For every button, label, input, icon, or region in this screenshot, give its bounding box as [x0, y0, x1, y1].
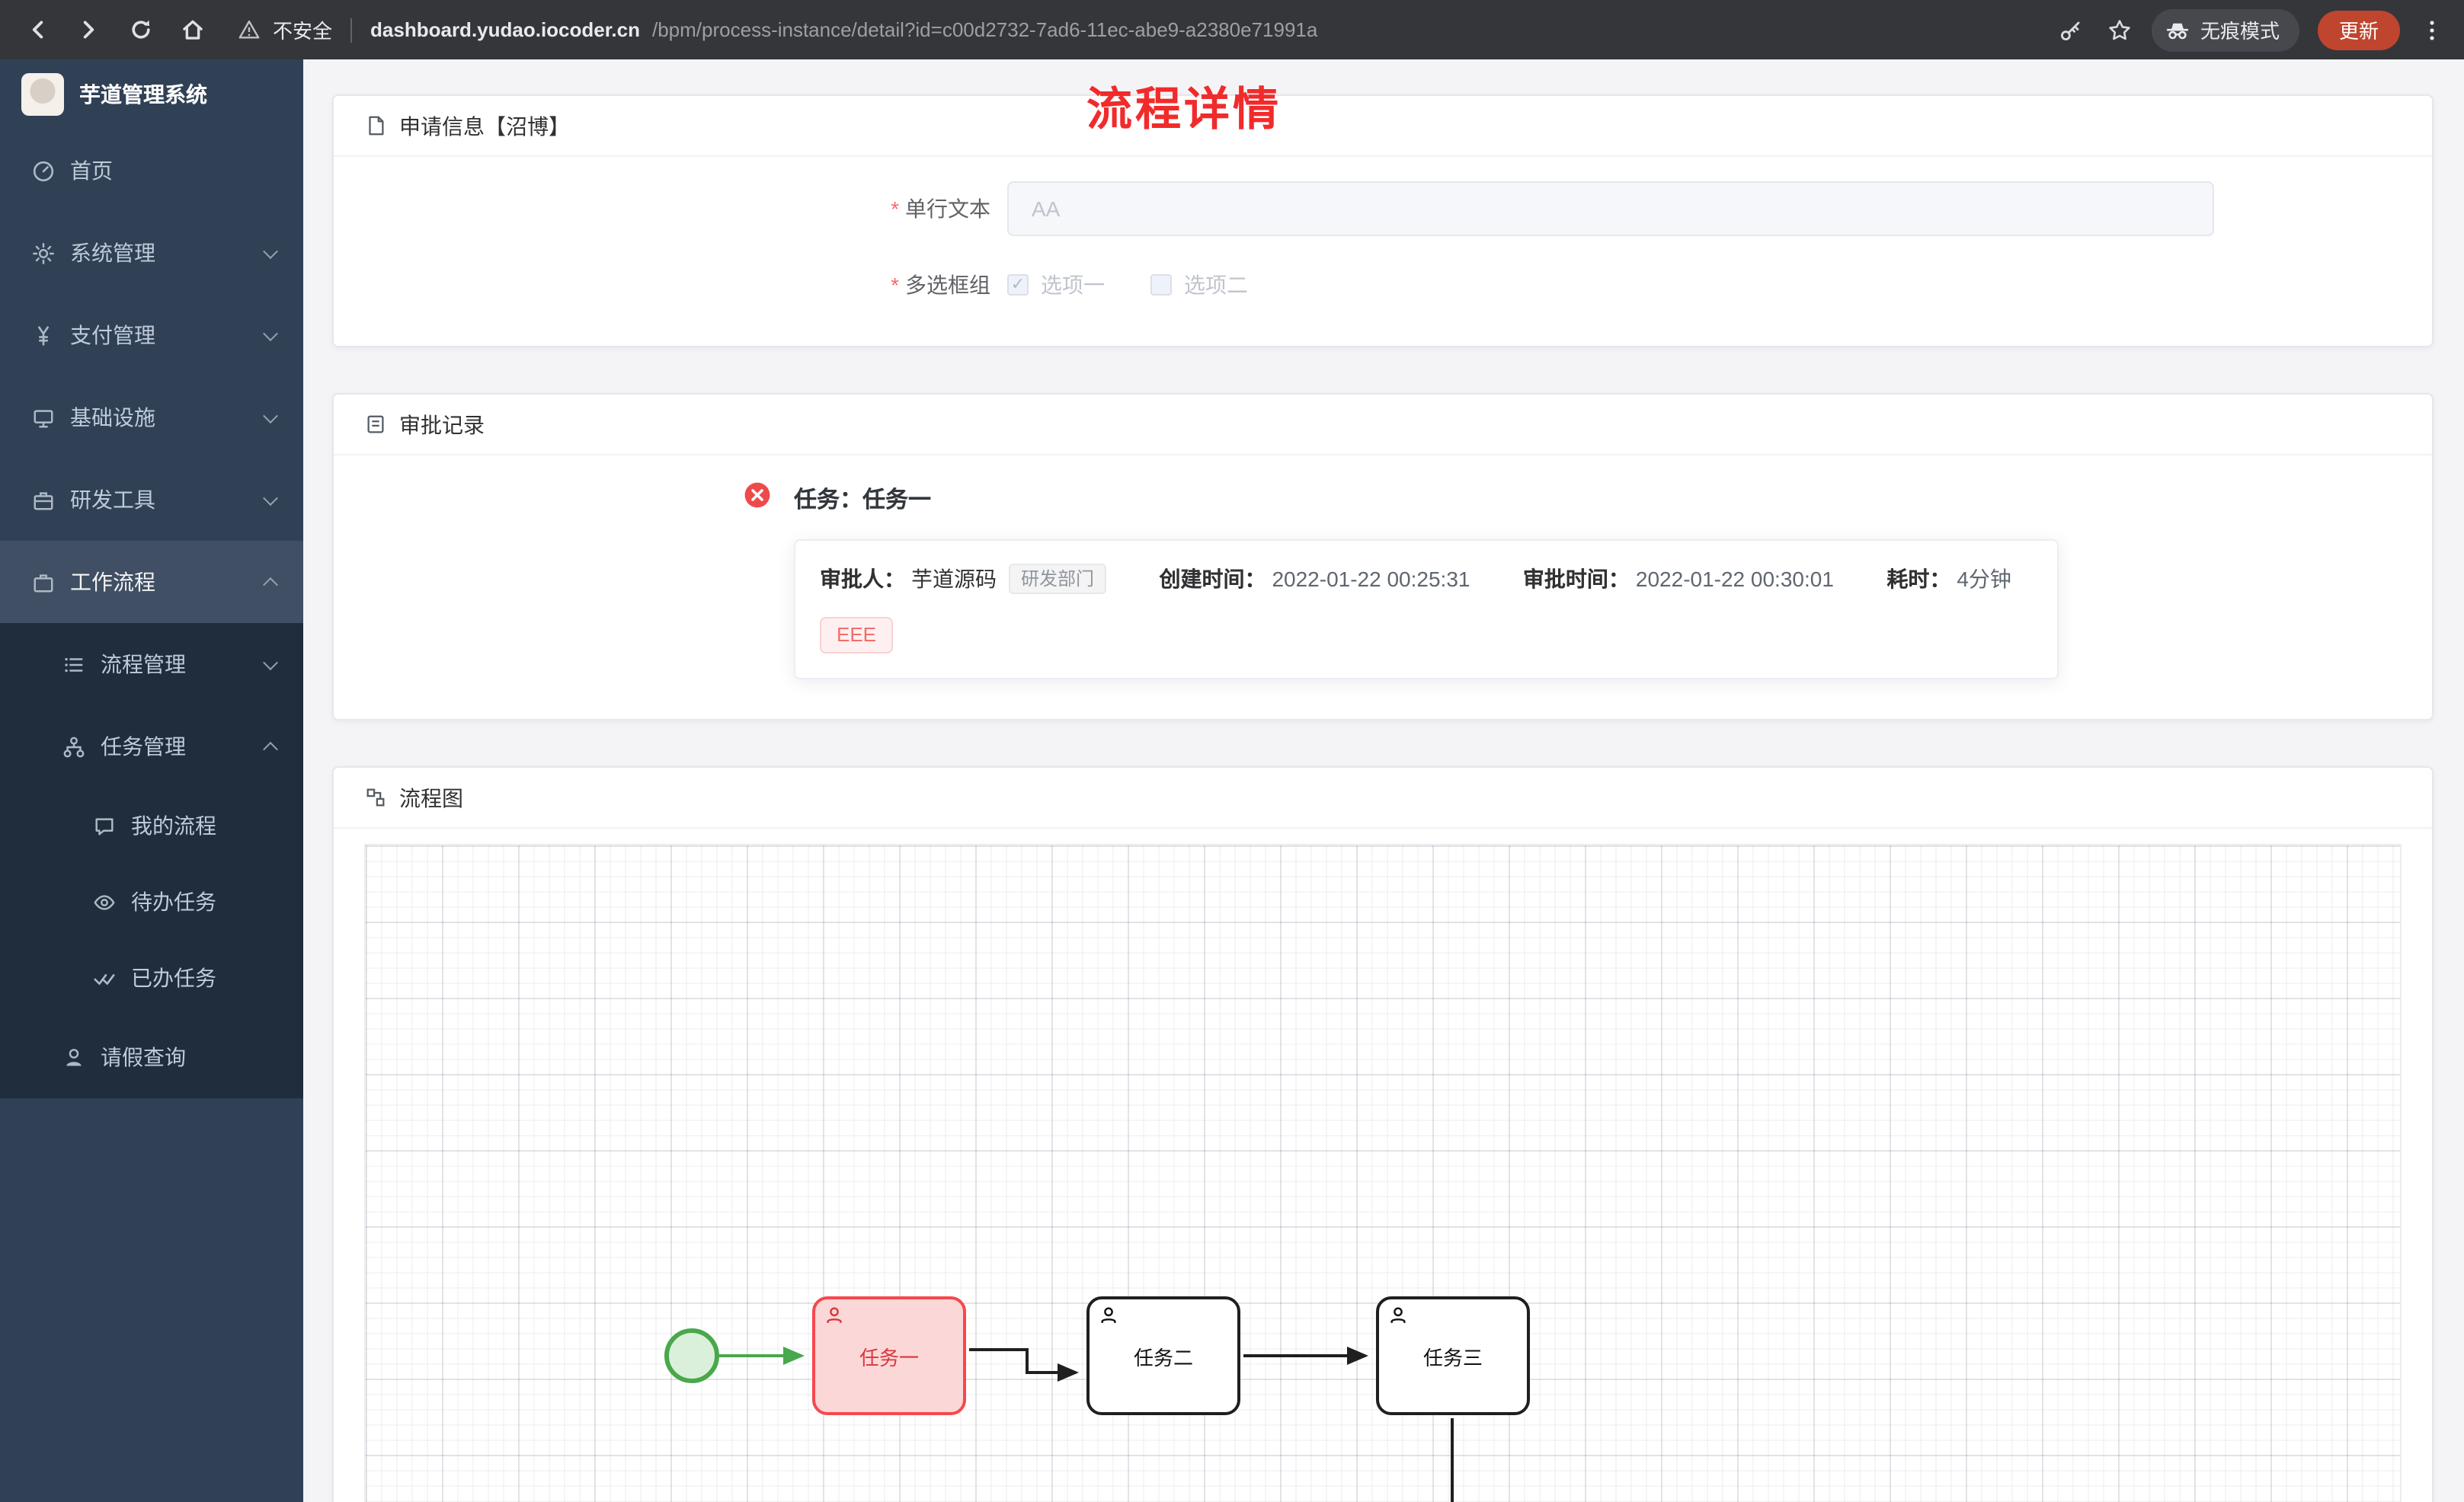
- comment-tag: EEE: [820, 617, 894, 654]
- single-line-text-input[interactable]: [1007, 181, 2214, 236]
- user-task-icon: [1101, 1307, 1116, 1323]
- sidebar-item-payment[interactable]: 支付管理: [0, 294, 303, 376]
- eye-icon: [91, 890, 116, 914]
- reload-icon[interactable]: [119, 8, 162, 51]
- apply-info-card: 申请信息【沼博】 单行文本 多选框组 选项一: [332, 94, 2434, 347]
- main-content: 流程详情 申请信息【沼博】 单行文本 多选框组 选项一: [303, 59, 2464, 1502]
- approval-record-title: 审批记录: [399, 412, 485, 436]
- sidebar-menu: 首页 系统管理 支付管理 基础设施 研发工具: [0, 129, 303, 1098]
- key-icon[interactable]: [2054, 13, 2088, 46]
- record-icon: [364, 412, 389, 436]
- sidebar-item-system[interactable]: 系统管理: [0, 212, 303, 294]
- update-button[interactable]: 更新: [2317, 10, 2400, 50]
- user-task-icon: [1390, 1307, 1406, 1323]
- gear-icon: [30, 241, 55, 265]
- monitor-icon: [30, 405, 55, 430]
- approval-timeline: 任务：任务一 审批人： 芋道源码 研发部门 创建时间： 2022-01-22 0…: [334, 455, 2432, 719]
- approval-record-card: 审批记录 任务：任务一 审批人： 芋道源码 研发部门: [332, 393, 2434, 721]
- rejected-status-icon: [744, 482, 770, 508]
- chevron-down-icon: [263, 243, 278, 259]
- briefcase-icon: [30, 570, 55, 594]
- apply-info-header: 申请信息【沼博】: [334, 96, 2432, 157]
- task-node-2[interactable]: 任务二: [1086, 1296, 1240, 1415]
- process-diagram-title: 流程图: [399, 785, 463, 810]
- start-event-node[interactable]: [664, 1328, 719, 1383]
- address-bar[interactable]: 不安全 dashboard.yudao.iocoder.cn/bpm/proce…: [238, 15, 2027, 44]
- sidebar-item-todo-tasks[interactable]: 待办任务: [0, 864, 303, 940]
- approved-time-field: 审批时间： 2022-01-22 00:30:01: [1522, 567, 1834, 591]
- forward-icon[interactable]: [67, 8, 110, 51]
- process-diagram-card: 流程图 任务一: [332, 766, 2434, 1502]
- apply-info-title: 申请信息【沼博】: [399, 113, 570, 138]
- chevron-up-icon: [263, 576, 278, 592]
- sidebar-item-task-mgmt[interactable]: 任务管理: [0, 705, 303, 788]
- timeline-item: 任务：任务一 审批人： 芋道源码 研发部门 创建时间： 2022-01-22 0…: [744, 482, 2402, 679]
- browser-toolbar: 不安全 dashboard.yudao.iocoder.cn/bpm/proce…: [0, 0, 2464, 59]
- approver-name: 芋道源码: [911, 567, 997, 591]
- flow-icon: [364, 785, 389, 810]
- approval-detail-card: 审批人： 芋道源码 研发部门 创建时间： 2022-01-22 00:25:31…: [794, 539, 2059, 679]
- user-task-icon: [827, 1307, 842, 1323]
- chevron-up-icon: [263, 740, 278, 756]
- duration-field: 耗时： 4分钟: [1886, 567, 2011, 591]
- apply-form: 单行文本 多选框组 选项一 选项二: [334, 157, 2432, 346]
- chevron-down-icon: [263, 407, 278, 423]
- bpmn-connectors: [719, 1347, 1454, 1502]
- tree-icon: [61, 734, 85, 759]
- yen-icon: [30, 323, 55, 347]
- approval-record-header: 审批记录: [334, 395, 2432, 455]
- task-node-1[interactable]: 任务一: [812, 1296, 966, 1415]
- dashboard-icon: [30, 158, 55, 183]
- url-host: dashboard.yudao.iocoder.cn: [370, 18, 640, 41]
- back-icon[interactable]: [15, 8, 58, 51]
- checkbox-field-label: 多选框组: [334, 270, 1007, 300]
- divider: [350, 18, 353, 42]
- bpmn-canvas[interactable]: 任务一 任务二 任务三: [364, 844, 2402, 1502]
- approver-field: 审批人： 芋道源码 研发部门: [820, 564, 1107, 594]
- list-icon: [61, 652, 85, 676]
- task-node-3[interactable]: 任务三: [1376, 1296, 1530, 1415]
- sidebar-item-infra[interactable]: 基础设施: [0, 376, 303, 459]
- sidebar-item-devtools[interactable]: 研发工具: [0, 459, 303, 541]
- sidebar-item-workflow[interactable]: 工作流程: [0, 541, 303, 623]
- document-icon: [364, 113, 389, 138]
- url-path: /bpm/process-instance/detail?id=c00d2732…: [652, 18, 1318, 41]
- sidebar-item-home[interactable]: 首页: [0, 129, 303, 212]
- chevron-down-icon: [263, 654, 278, 670]
- checkbox-option-2[interactable]: 选项二: [1150, 270, 1248, 300]
- checkbox-option-1[interactable]: 选项一: [1007, 270, 1105, 300]
- incognito-icon: [2166, 22, 2189, 39]
- checkbox-unchecked-icon: [1150, 274, 1172, 296]
- bookmark-star-icon[interactable]: [2103, 13, 2136, 46]
- dept-tag: 研发部门: [1009, 564, 1107, 594]
- sidebar: 芋道管理系统 首页 系统管理 支付管理 基础设施: [0, 59, 303, 1502]
- user-icon: [61, 1045, 85, 1069]
- incognito-badge[interactable]: 无痕模式: [2151, 8, 2299, 51]
- sidebar-item-done-tasks[interactable]: 已办任务: [0, 940, 303, 1016]
- created-time-field: 创建时间： 2022-01-22 00:25:31: [1159, 567, 1470, 591]
- checkbox-checked-icon: [1007, 274, 1029, 296]
- home-icon[interactable]: [171, 8, 213, 51]
- toolbox-icon: [30, 487, 55, 512]
- chevron-down-icon: [263, 325, 278, 341]
- warning-icon: [238, 20, 260, 39]
- double-check-icon: [91, 966, 116, 990]
- text-field-label: 单行文本: [334, 193, 1007, 224]
- incognito-label: 无痕模式: [2200, 20, 2280, 43]
- app-title: 芋道管理系统: [79, 82, 207, 107]
- checkbox-group: 选项一 选项二: [1007, 270, 1248, 300]
- sidebar-item-leave-query[interactable]: 请假查询: [0, 1016, 303, 1098]
- page-title: 流程详情: [1086, 85, 1282, 136]
- sidebar-item-process-mgmt[interactable]: 流程管理: [0, 623, 303, 705]
- sidebar-item-my-process[interactable]: 我的流程: [0, 788, 303, 864]
- task-title: 任务：任务一: [794, 487, 932, 513]
- workflow-submenu: 流程管理 任务管理 我的流程 待办任务 已办: [0, 623, 303, 1098]
- chat-icon: [91, 813, 116, 838]
- process-diagram-header: 流程图: [334, 768, 2432, 829]
- menu-dots-icon[interactable]: [2415, 10, 2449, 50]
- logo-image: [21, 73, 64, 116]
- app-logo: 芋道管理系统: [0, 59, 303, 129]
- security-label: 不安全: [273, 20, 333, 43]
- chevron-down-icon: [263, 490, 278, 506]
